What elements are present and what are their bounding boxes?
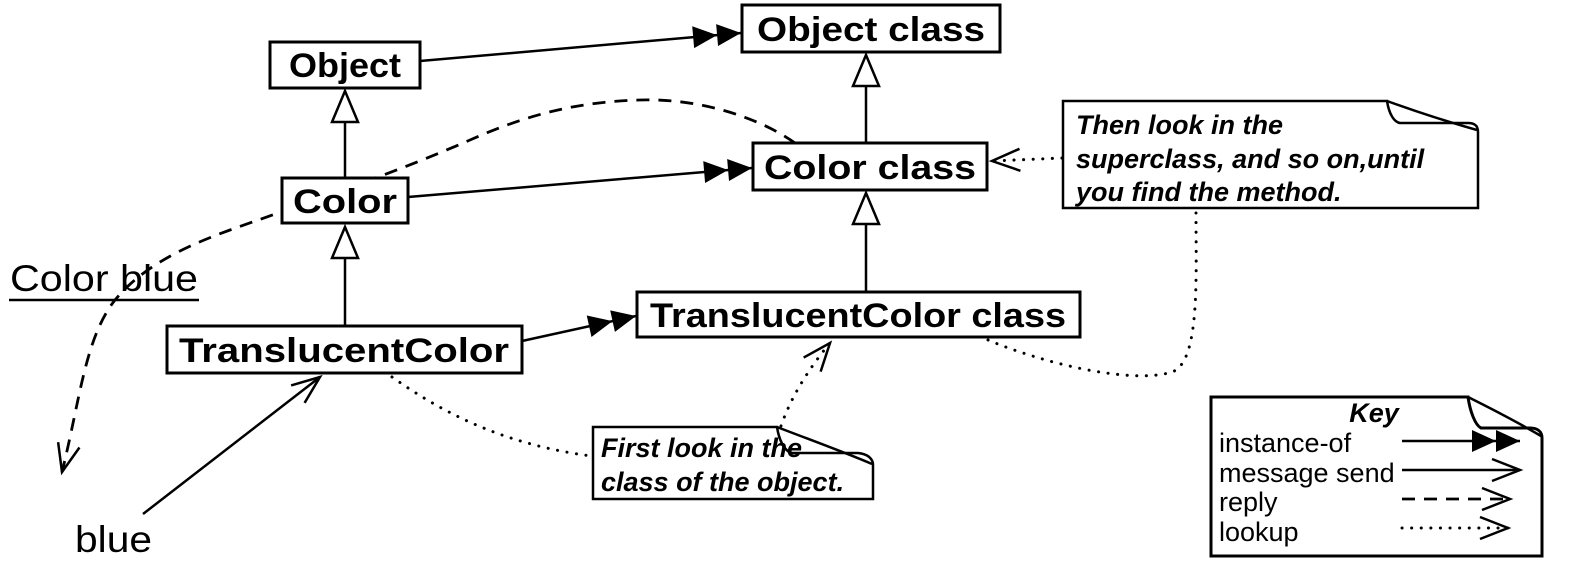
lookup-arrow-first-note-to-class [779, 340, 833, 428]
note-then-lookup-fold [1386, 99, 1478, 132]
inheritance-arrowhead-object-class [851, 51, 881, 88]
class-label-color-class: Color class [764, 149, 976, 187]
class-box-object-class [740, 3, 1002, 54]
instance-of-arrow-translucentcolor [521, 310, 637, 343]
receiver-label: blue [75, 519, 152, 560]
key-note-fold [1467, 395, 1542, 438]
note-then-lookup-line-1: Then look in the [1076, 110, 1283, 140]
instance-of-arrow-object [419, 24, 742, 63]
lookup-leader-instance-to-first-note [390, 375, 593, 458]
inheritance-arrowhead-object [330, 87, 360, 124]
note-first-lookup [591, 425, 875, 501]
class-box-color-class [751, 141, 989, 192]
message-send-arrow [142, 374, 323, 515]
note-first-lookup-line-1: First look in the [601, 433, 802, 463]
class-label-object: Object [289, 47, 401, 85]
key-label-instance-of: instance-of [1219, 428, 1352, 458]
note-then-lookup [1061, 99, 1480, 210]
class-label-color: Color [293, 183, 397, 221]
note-first-lookup-line-2: class of the object. [601, 467, 844, 497]
note-then-lookup-line-2: superclass, and so on,until [1076, 144, 1425, 174]
message-label: Color blue [10, 258, 198, 299]
class-box-translucentcolor-class [635, 290, 1082, 339]
note-first-lookup-fold [776, 425, 873, 466]
class-box-object [268, 40, 422, 90]
lookup-arrow-then-note-to-color-class [988, 147, 1064, 172]
class-label-translucentcolor-class: TranslucentColor class [650, 297, 1066, 335]
note-then-lookup-line-3: you find the method. [1074, 177, 1341, 207]
class-label-object-class: Object class [757, 11, 985, 49]
key-label-message-send: message send [1219, 458, 1395, 488]
class-box-translucentcolor [165, 324, 524, 375]
key-title: Key [1349, 398, 1401, 428]
inheritance-arrowhead-color [330, 223, 360, 260]
key-note [1209, 395, 1544, 558]
key-label-lookup: lookup [1219, 517, 1299, 547]
inheritance-arrowhead-color-class [851, 189, 881, 226]
key-label-reply: reply [1219, 487, 1278, 517]
class-label-translucentcolor: TranslucentColor [179, 332, 509, 370]
class-box-color [280, 176, 410, 225]
instance-of-arrow-color [407, 159, 753, 199]
